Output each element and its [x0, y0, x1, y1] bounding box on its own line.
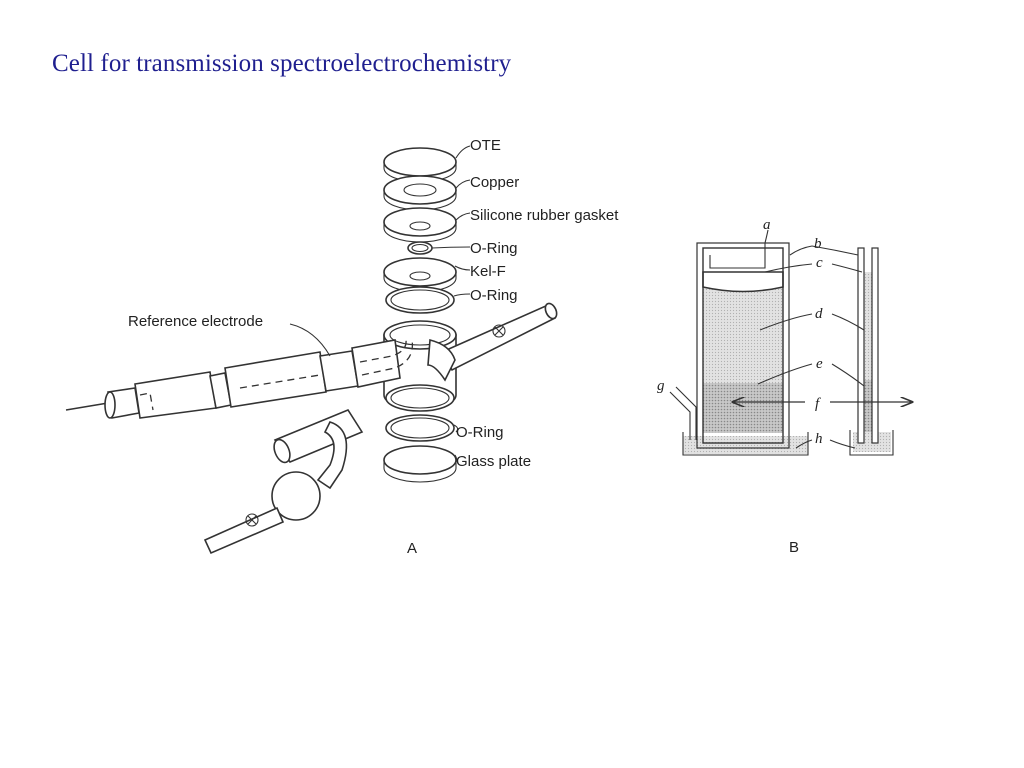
label-b-e: e	[816, 356, 823, 372]
o-ring-1	[407, 241, 433, 255]
label-kel-f: Kel-F	[470, 263, 506, 280]
label-ote: OTE	[470, 137, 501, 154]
label-silicone-gasket: Silicone rubber gasket	[470, 207, 619, 224]
tray-front	[682, 432, 809, 456]
electrode-g	[669, 386, 697, 440]
label-b-b: b	[814, 236, 822, 252]
label-b-c: c	[816, 255, 823, 271]
label-o-ring-1: O-Ring	[470, 240, 518, 257]
caption-a: A	[407, 540, 417, 557]
o-ring-3	[385, 384, 455, 412]
o-ring-4	[385, 414, 455, 442]
o-ring-2	[385, 286, 455, 314]
upper-side-arm	[427, 302, 558, 382]
label-reference-electrode: Reference electrode	[128, 313, 263, 330]
label-b-f: f	[815, 396, 821, 412]
label-b-d: d	[815, 306, 823, 322]
copper-disc	[383, 175, 457, 211]
gasket-disc	[383, 207, 457, 243]
cell-front	[696, 242, 790, 449]
label-b-a: a	[763, 217, 771, 233]
leader-lines-a	[289, 145, 471, 463]
slide-title: Cell for transmission spectroelectrochem…	[52, 50, 512, 77]
kel-f-disc	[383, 257, 457, 293]
label-b-h: h	[815, 431, 823, 447]
lower-side-arm	[203, 409, 364, 555]
label-b-g: g	[657, 378, 665, 394]
leader-lines-b	[757, 229, 865, 449]
label-glass-plate: Glass plate	[456, 453, 531, 470]
figure-b: a b c d e f g h B	[657, 217, 912, 556]
label-o-ring-2: O-Ring	[470, 287, 518, 304]
figure-a: OTE Copper Silicone rubber gasket O-Ring…	[65, 137, 619, 557]
cell-side	[849, 247, 894, 456]
glass-plate	[383, 445, 457, 483]
label-copper: Copper	[470, 174, 519, 191]
caption-b: B	[789, 539, 799, 556]
reference-electrode	[65, 335, 414, 419]
label-o-ring-3: O-Ring	[456, 424, 504, 441]
